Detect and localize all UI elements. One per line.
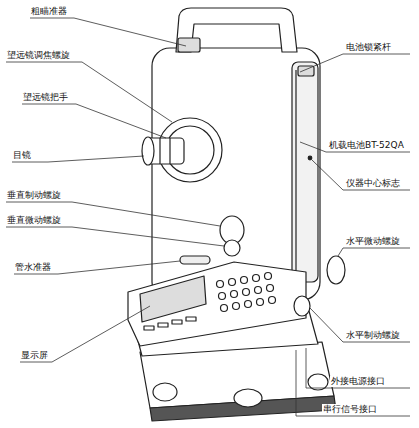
part-label: 机载电池BT-52QA <box>328 140 405 151</box>
part-label: 显示屏 <box>20 350 49 361</box>
tube-level <box>180 256 210 264</box>
part-label: 垂直微动螺旋 <box>6 215 62 226</box>
leveling-screw <box>153 383 177 401</box>
leader-line <box>6 62 172 122</box>
part-label: 水平制动螺旋 <box>345 330 401 341</box>
leader-line <box>20 306 150 362</box>
part-label: 望远镜把手 <box>22 92 69 103</box>
handle <box>176 8 297 52</box>
vertical-tangent <box>224 240 240 256</box>
part-label: 望远镜调焦螺旋 <box>6 50 71 61</box>
leader-line <box>30 18 186 46</box>
eyepiece-ring <box>169 138 170 164</box>
leader-line <box>6 227 224 246</box>
battery-edge <box>295 70 296 275</box>
part-label: 目镜 <box>12 150 32 161</box>
part-label: 粗瞄准器 <box>30 6 68 17</box>
keypad <box>144 273 276 331</box>
leader-line <box>310 308 410 342</box>
display-screen <box>140 276 206 322</box>
leader-line <box>312 160 410 190</box>
part-label: 外接电源接口 <box>330 376 386 387</box>
leader-line <box>300 54 410 72</box>
eyepiece-lens <box>142 137 154 165</box>
leader-lines <box>6 18 410 416</box>
leader-line <box>296 350 410 416</box>
part-label: 电池锁紧杆 <box>345 42 392 53</box>
leader-line <box>306 348 410 388</box>
keyboard-panel <box>128 262 306 346</box>
battery <box>292 62 318 282</box>
center-mark <box>308 156 312 160</box>
part-label: 垂直制动螺旋 <box>6 190 62 201</box>
part-label: 串行信号接口 <box>322 404 378 415</box>
eyepiece-ring <box>159 138 160 164</box>
part-label: 仪器中心标志 <box>345 178 401 189</box>
horizontal-tangent <box>327 256 345 284</box>
part-label: 水平微动螺旋 <box>345 236 401 247</box>
part-label: 管水准器 <box>14 262 52 273</box>
leader-line <box>22 104 166 138</box>
leveling-screw <box>234 389 262 407</box>
leader-line <box>338 248 410 256</box>
leader-line <box>6 202 220 226</box>
horizontal-clamp <box>294 296 310 316</box>
leader-line <box>14 261 180 274</box>
